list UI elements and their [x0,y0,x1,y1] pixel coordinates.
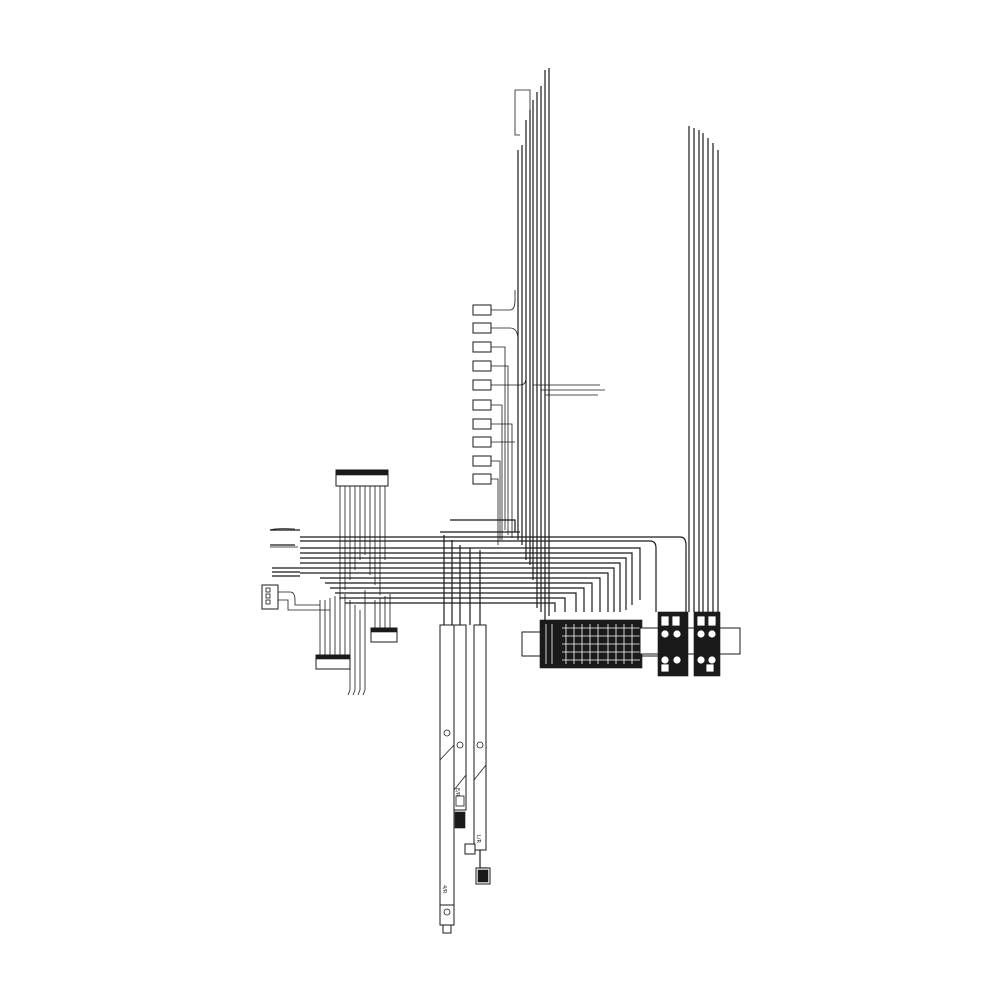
connector [472,290,516,316]
top-wire-bundle [514,68,550,620]
right-wire-bundle [688,126,719,612]
connector [472,436,515,448]
terminal-block-group-b [639,611,741,677]
tube-label: L/R [475,835,481,843]
connector [472,322,519,520]
connector-stack [472,290,605,545]
lower-left-connectors [315,590,398,696]
tube-label: E/R [454,788,460,797]
tube-sleeves: E/R L/R 4/R [439,624,491,934]
tube-label: 4/R [441,885,447,894]
connector [472,377,527,391]
connector [472,418,513,538]
horizontal-trunk [269,519,687,625]
connector [472,341,506,530]
terminal-block-group-a [521,619,663,669]
connector [472,473,499,545]
connector [472,360,509,535]
connector [472,399,503,540]
left-connector [261,584,330,611]
upper-left-connector [335,469,389,600]
connector [472,455,501,540]
